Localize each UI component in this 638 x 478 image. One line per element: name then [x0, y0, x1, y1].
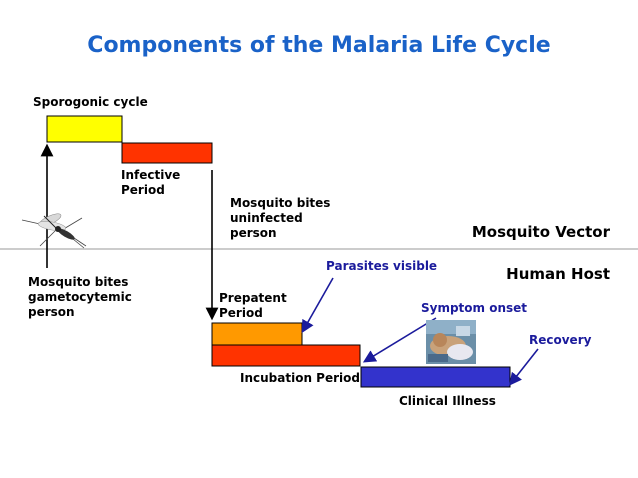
mosquito-vector-label: Mosquito Vector — [471, 223, 610, 241]
clinical-illness-label: Clinical Illness — [399, 394, 496, 408]
patient-photo — [426, 320, 476, 364]
gametocytemic-line-3: person — [28, 305, 75, 319]
parasites-visible-label: Parasites visible — [326, 259, 438, 273]
prepatent-line-1: Prepatent — [219, 291, 287, 305]
parasites-visible-arrow — [301, 277, 334, 334]
page-title: Components of the Malaria Life Cycle — [87, 33, 551, 58]
incubation-period-box — [211, 344, 361, 367]
gametocytemic-line-1: Mosquito bites — [28, 275, 129, 289]
infective-period-line-2: Period — [121, 183, 165, 197]
symptom-onset-arrow — [362, 317, 437, 363]
gametocytemic-line-2: gametocytemic — [28, 290, 132, 304]
uninfected-line-1: Mosquito bites — [230, 196, 331, 210]
recovery-label: Recovery — [529, 333, 592, 347]
uninfected-line-3: person — [230, 226, 277, 240]
prepatent-line-2: Period — [219, 306, 263, 320]
clinical-illness-box — [360, 366, 511, 388]
mosquito-icon — [21, 213, 87, 249]
human-host-label: Human Host — [506, 265, 610, 283]
prepatent-period-label: Prepatent Period — [219, 291, 287, 321]
recovery-arrow — [509, 348, 539, 386]
prepatent-period-box — [211, 322, 303, 346]
sporogonic-cycle-label: Sporogonic cycle — [33, 95, 148, 109]
mosquito-bites-uninfected-label: Mosquito bites uninfected person — [230, 196, 330, 241]
incubation-period-label: Incubation Period — [240, 371, 360, 385]
infective-period-box — [121, 142, 213, 164]
infective-period-line-1: Infective — [121, 168, 181, 182]
symptom-onset-label: Symptom onset — [421, 301, 528, 315]
infective-period-label: Infective Period — [121, 168, 180, 198]
uninfected-line-2: uninfected — [230, 211, 303, 225]
mosquito-bites-gametocytemic-label: Mosquito bites gametocytemic person — [28, 275, 132, 320]
sporogonic-cycle-box — [46, 115, 123, 143]
